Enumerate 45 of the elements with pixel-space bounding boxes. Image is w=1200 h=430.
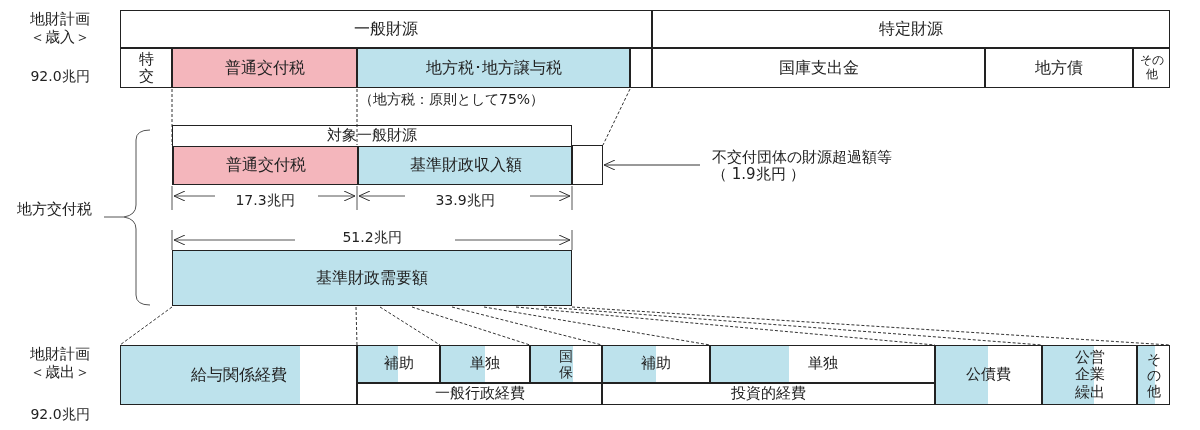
table-cell: 一般行政経費 bbox=[357, 383, 602, 405]
dimension-label: 33.9兆円 bbox=[434, 192, 496, 209]
dashed-line bbox=[356, 88, 358, 146]
header-cell: 一般財源 bbox=[120, 10, 652, 48]
note-text: 不交付団体の財源超過額等（ 1.9兆円 ） bbox=[712, 143, 902, 189]
note-text: （地方税：原則として75%） bbox=[359, 91, 545, 108]
empty-cell bbox=[630, 48, 652, 88]
table-cell: 国保 bbox=[530, 345, 602, 383]
dashed-line bbox=[379, 306, 441, 346]
table-cell: 単独 bbox=[710, 345, 935, 383]
table-cell: 補助 bbox=[357, 345, 440, 383]
table-cell: 単独 bbox=[440, 345, 530, 383]
dimension-label: 17.3兆円 bbox=[234, 192, 296, 209]
table-cell: 基準財政収入額 bbox=[358, 146, 573, 184]
bracket-box bbox=[172, 125, 572, 185]
dimension-label: 51.2兆円 bbox=[341, 229, 403, 246]
table-cell: その他 bbox=[1137, 345, 1170, 405]
table-cell: 投資的経費 bbox=[602, 383, 935, 405]
table-cell: 基準財政需要額 bbox=[172, 250, 572, 306]
dashed-line bbox=[411, 306, 531, 346]
table-cell: 地方税･地方譲与税 bbox=[357, 48, 630, 88]
amount-label: 92.0兆円 bbox=[29, 68, 91, 85]
empty-cell bbox=[571, 145, 603, 185]
header-cell: 特定財源 bbox=[652, 10, 1170, 48]
dashed-line bbox=[451, 306, 603, 346]
dashed-line bbox=[355, 306, 358, 346]
table-cell: 公債費 bbox=[935, 345, 1042, 405]
amount-label: 92.0兆円 bbox=[29, 406, 91, 423]
table-cell: 普通交付税 bbox=[173, 146, 358, 184]
table-cell: 特交 bbox=[120, 48, 172, 88]
dashed-line bbox=[119, 306, 173, 346]
row-heading: 地財計画＜歳出＞ bbox=[29, 345, 91, 381]
dashed-line bbox=[602, 88, 631, 146]
table-cell: 給与関係経費 bbox=[120, 345, 357, 405]
group-heading: 対象一般財源 bbox=[327, 127, 417, 145]
row-heading: 地財計画＜歳入＞ bbox=[29, 10, 91, 46]
bracket-label: 地方交付税 bbox=[15, 200, 93, 218]
table-cell: 国庫支出金 bbox=[652, 48, 985, 88]
dashed-line bbox=[171, 88, 173, 146]
table-cell: その他 bbox=[1133, 48, 1170, 88]
table-cell: 地方債 bbox=[985, 48, 1133, 88]
table-cell: 普通交付税 bbox=[172, 48, 357, 88]
table-cell: 補助 bbox=[602, 345, 710, 383]
table-cell: 公営企業繰出 bbox=[1042, 345, 1137, 405]
arrow bbox=[603, 159, 701, 171]
